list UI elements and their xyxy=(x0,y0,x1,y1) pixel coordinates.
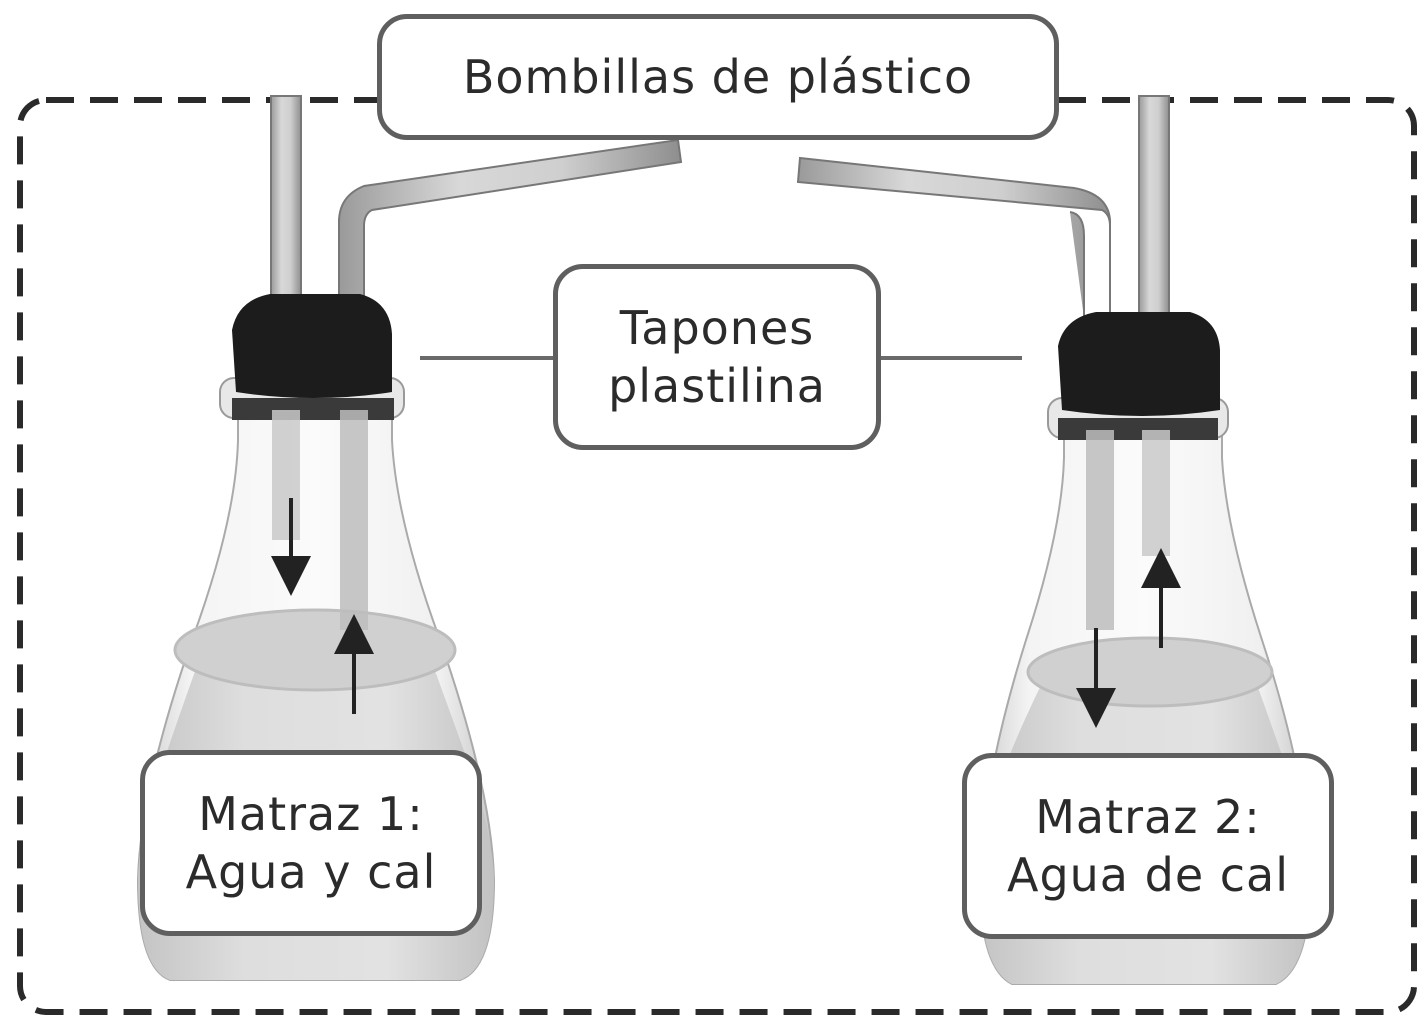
flask-2-label-line2: Agua de cal xyxy=(1006,848,1289,902)
flask-2-bent-straw xyxy=(796,156,1111,318)
flask-2-collar xyxy=(1058,418,1218,440)
flask-1-bent-straw xyxy=(338,138,683,307)
flask-1-inner-straw-right xyxy=(340,410,368,630)
flask-2-inner-straw-left xyxy=(1086,430,1114,630)
straws-label-text: Bombillas de plástico xyxy=(462,50,974,104)
stoppers-label-line1: Tapones xyxy=(619,301,815,355)
flask-1-label: Matraz 1: Agua y cal xyxy=(140,750,482,936)
flask-2-stopper xyxy=(1058,312,1220,416)
flask-1-label-line1: Matraz 1: xyxy=(198,787,424,841)
flask-1-label-line2: Agua y cal xyxy=(185,845,437,899)
stoppers-label: Tapones plastilina xyxy=(553,264,881,450)
stoppers-label-line2: plastilina xyxy=(608,359,826,413)
flask-2-inner-straw-right xyxy=(1142,430,1170,556)
flask-2-liquid-surface xyxy=(1026,636,1274,708)
flask-1-inner-straw-left xyxy=(272,410,300,540)
flask-2-label: Matraz 2: Agua de cal xyxy=(962,753,1334,939)
flask-1-collar xyxy=(232,398,394,420)
straws-label: Bombillas de plástico xyxy=(377,14,1059,140)
flask-1-stopper xyxy=(232,294,392,398)
flask-2-label-line1: Matraz 2: xyxy=(1035,790,1261,844)
flask-1-liquid-surface xyxy=(173,608,457,692)
flask-2-straight-straw xyxy=(1138,95,1170,319)
flask-1-straight-straw xyxy=(270,95,302,307)
